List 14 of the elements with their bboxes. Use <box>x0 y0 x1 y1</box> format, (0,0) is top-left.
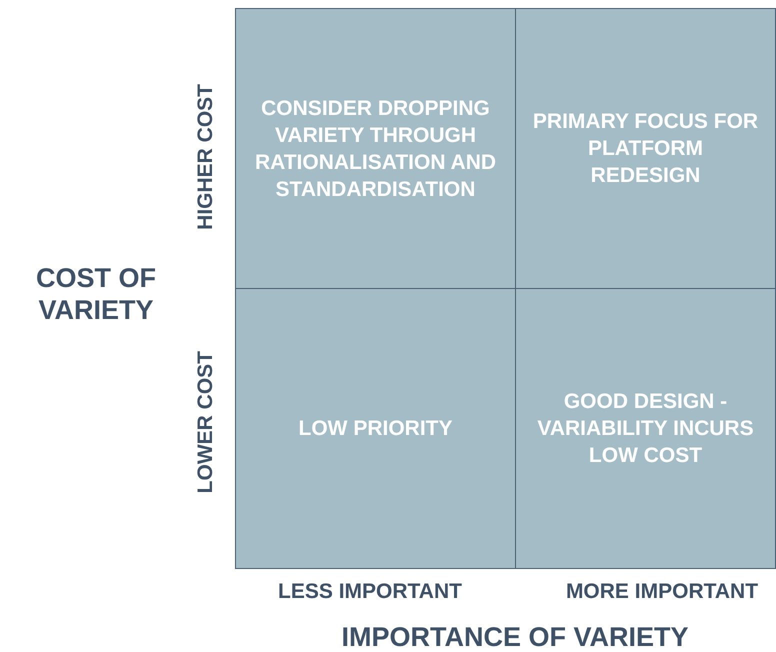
axis-tick-label: LOWER COST <box>194 350 218 494</box>
quadrant-box <box>515 8 776 289</box>
quadrant-box <box>515 288 776 569</box>
quadrant-label: LOW PRIORITY <box>298 416 452 442</box>
quadrant-label: GOOD DESIGN - VARIABILITY INCURS LOW COST <box>536 389 755 469</box>
quadrant-label: CONSIDER DROPPING VARIETY THROUGH RATIONALISATION AND STANDARDISATION <box>254 96 498 202</box>
axis-tick-label: MORE IMPORTANT <box>566 580 758 604</box>
quadrant-box <box>235 288 516 569</box>
axis-tick-label: HIGHER COST <box>194 84 218 230</box>
quadrant-label: PRIMARY FOCUS FOR PLATFORM REDESIGN <box>532 109 760 189</box>
axis-tick-label: LESS IMPORTANT <box>278 580 462 604</box>
axis-title: IMPORTANCE OF VARIETY <box>341 622 688 652</box>
axis-title: COST OF VARIETY <box>35 262 157 326</box>
quadrant-box <box>235 8 516 289</box>
